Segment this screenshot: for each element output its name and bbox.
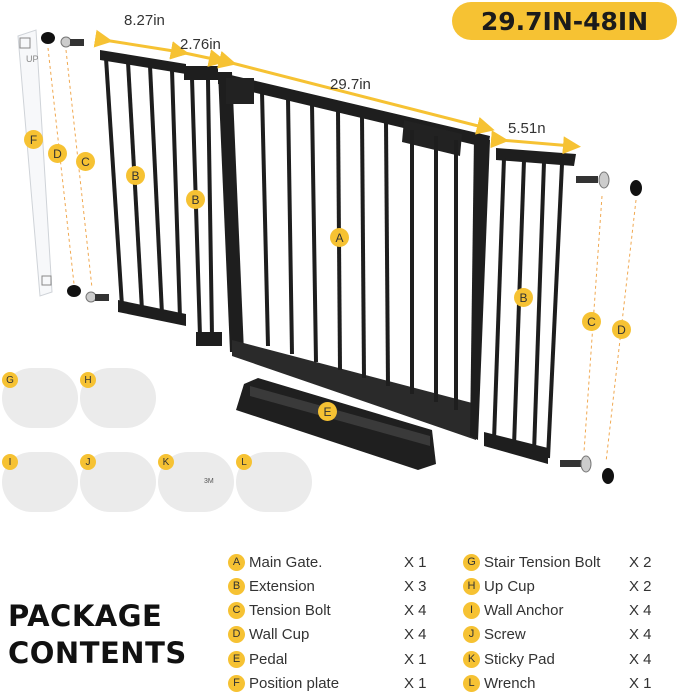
list-item: H Up Cup X 2 — [463, 575, 652, 597]
list-item: D Wall Cup X 4 — [228, 623, 427, 645]
label-b-small: B — [186, 190, 205, 209]
list-item: G Stair Tension Bolt X 2 — [463, 551, 652, 573]
list-item: L Wrench X 1 — [463, 672, 652, 694]
position-plate-up-text: UP — [26, 54, 39, 64]
list-item: K Sticky Pad X 4 — [463, 648, 652, 670]
thumb-label-k: K — [158, 454, 174, 470]
label-e: E — [318, 402, 337, 421]
dimension-extension-small: 2.76in — [180, 36, 221, 53]
list-item: J Screw X 4 — [463, 623, 652, 645]
right-extension-panel — [484, 148, 576, 464]
dimension-extension-right: 5.51n — [508, 120, 546, 137]
sticky-pad-3m-text: 3M — [204, 478, 214, 485]
list-item: I Wall Anchor X 4 — [463, 599, 652, 621]
right-hardware — [560, 171, 642, 484]
size-range-badge: 29.7IN-48IN — [452, 2, 677, 40]
left-hardware — [41, 32, 109, 303]
label-c-left: C — [76, 152, 95, 171]
left-extension-panel — [100, 50, 186, 326]
label-d-right: D — [612, 320, 631, 339]
list-item: F Position plate X 1 — [228, 672, 427, 694]
list-item: E Pedal X 1 — [228, 648, 427, 670]
label-a: A — [330, 228, 349, 247]
pedal — [236, 378, 436, 470]
label-c-right: C — [582, 312, 601, 331]
label-d-left: D — [48, 144, 67, 163]
thumb-label-j: J — [80, 454, 96, 470]
dimension-gate-width: 29.7in — [330, 76, 371, 93]
title-line-1: PACKAGE — [8, 599, 163, 633]
dimension-extension-large: 8.27in — [124, 12, 165, 29]
thumb-label-h: H — [80, 372, 96, 388]
title-line-2: CONTENTS — [8, 636, 187, 670]
label-b-left: B — [126, 166, 145, 185]
list-item: B Extension X 3 — [228, 575, 427, 597]
label-b-right: B — [514, 288, 533, 307]
list-item: A Main Gate. X 1 — [228, 551, 427, 573]
package-contents-title: PACKAGE CONTENTS — [8, 598, 187, 672]
thumb-label-l: L — [236, 454, 252, 470]
list-item: C Tension Bolt X 4 — [228, 599, 427, 621]
thumb-label-g: G — [2, 372, 18, 388]
label-f: F — [24, 130, 43, 149]
thumb-label-i: I — [2, 454, 18, 470]
position-plate — [17, 29, 53, 297]
